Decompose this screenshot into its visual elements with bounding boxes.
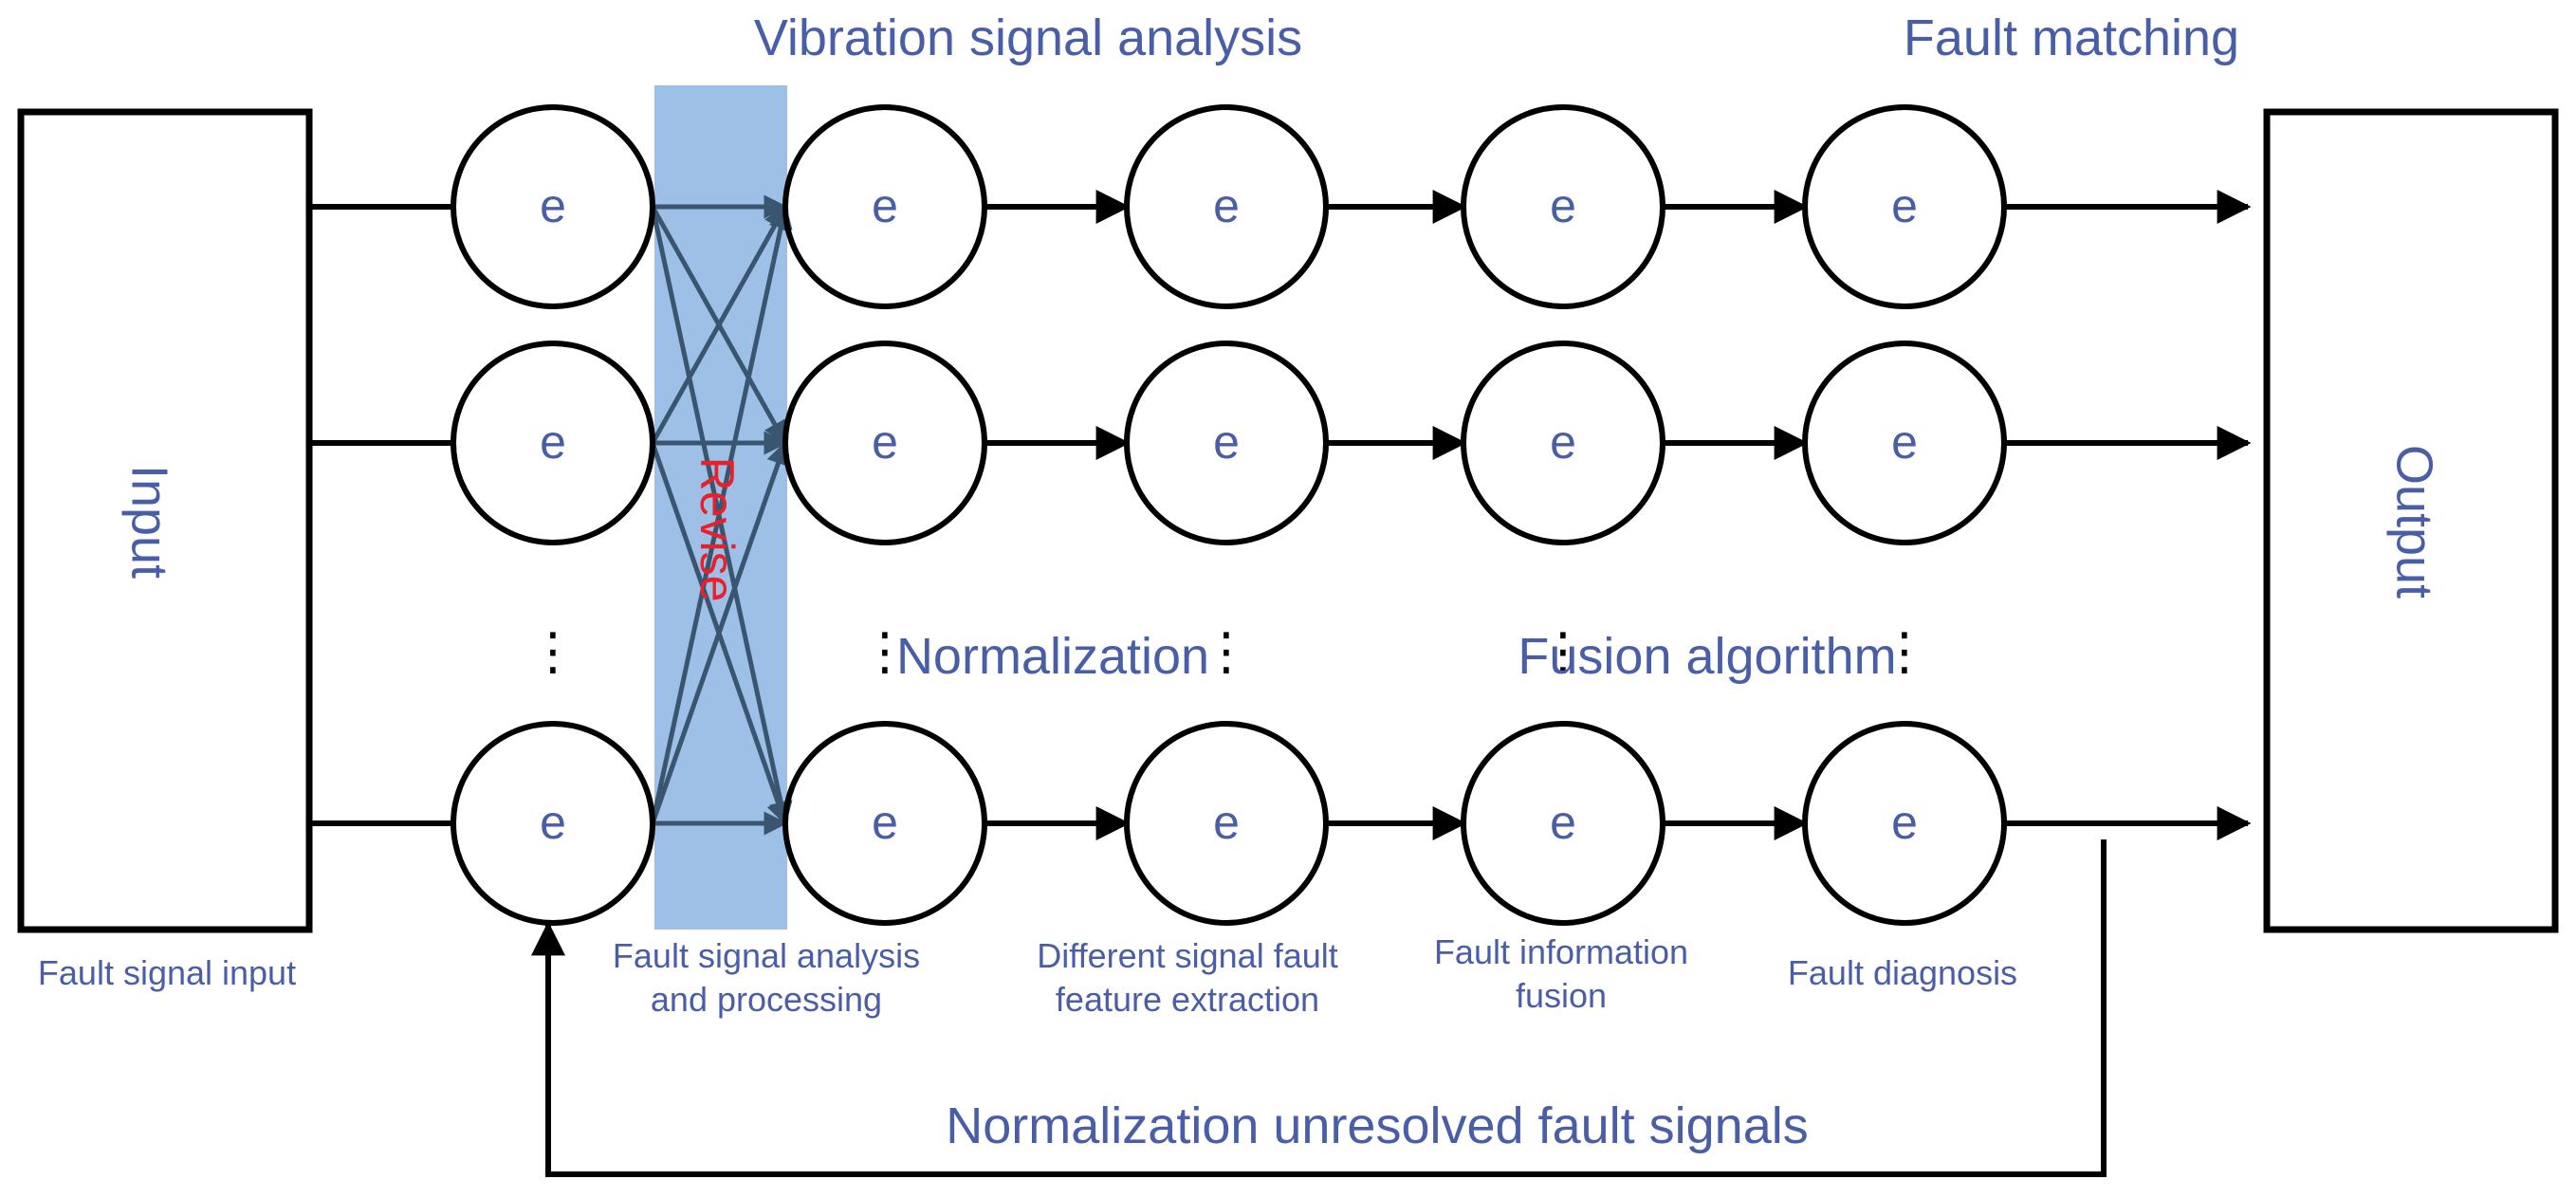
feedback-loop-arrow <box>531 839 2107 1177</box>
extraction-caption-line2: feature extraction <box>1056 980 1319 1019</box>
fault-matching-label: Fault matching <box>1904 9 2239 66</box>
node-circle <box>782 341 987 545</box>
vertical-ellipsis: ⋮ <box>1879 623 1930 680</box>
input-connectors <box>309 204 453 826</box>
vertical-ellipsis: ⋮ <box>859 623 911 680</box>
fault-signal-input-caption: Fault signal input <box>38 953 296 992</box>
node-label: e <box>872 415 898 469</box>
node-circle <box>1461 721 1665 926</box>
output-box <box>2263 108 2559 933</box>
node-label: e <box>1213 415 1240 469</box>
node-circle <box>451 721 655 926</box>
vertical-ellipsis: ⋮ <box>527 623 579 680</box>
feedback-label: Normalization unresolved fault signals <box>946 1097 1808 1154</box>
node-label: e <box>1550 415 1576 469</box>
node-circle <box>1461 341 1665 545</box>
node-circle <box>451 104 655 309</box>
cross-connection-arrows <box>650 194 793 836</box>
node-circle <box>1124 104 1329 309</box>
analysis-caption-line2: and processing <box>651 980 882 1019</box>
input-label: Input <box>121 465 178 579</box>
node-label: e <box>1891 179 1918 232</box>
node-label: e <box>540 796 566 849</box>
node-circle <box>451 341 655 545</box>
flow-arrows <box>984 190 2252 840</box>
node-label: e <box>1550 179 1576 232</box>
node-label: e <box>1213 796 1240 849</box>
node-label: e <box>872 179 898 232</box>
node-circle <box>1802 341 2007 545</box>
node-label: e <box>872 796 898 849</box>
node-grid: e e e e e e e e e e e e e e e <box>451 104 2007 926</box>
node-label: e <box>1550 796 1576 849</box>
node-circle <box>1461 104 1665 309</box>
fault-diagnosis-caption: Fault diagnosis <box>1788 953 2017 992</box>
node-label: e <box>1891 796 1918 849</box>
normalization-label: Normalization <box>896 628 1209 685</box>
node-label: e <box>1213 179 1240 232</box>
node-label: e <box>540 415 566 469</box>
revise-label: Revise <box>690 457 744 602</box>
node-circle <box>782 721 987 926</box>
input-box <box>17 108 313 933</box>
vertical-ellipsis: ⋮ <box>1537 623 1589 680</box>
fusion-caption-line2: fusion <box>1516 976 1607 1015</box>
node-label: e <box>540 179 566 232</box>
fusion-algorithm-label: Fusion algorithm <box>1518 628 1896 685</box>
extraction-caption-line1: Different signal fault <box>1037 936 1338 975</box>
node-circle <box>1802 721 2007 926</box>
node-circle <box>1124 341 1329 545</box>
fusion-caption-line1: Fault information <box>1434 932 1688 971</box>
analysis-caption-line1: Fault signal analysis <box>613 936 920 975</box>
vertical-ellipsis: ⋮ <box>1201 623 1252 680</box>
vibration-signal-analysis-label: Vibration signal analysis <box>754 9 1302 66</box>
ellipsis-group: ⋮ ⋮ ⋮ ⋮ ⋮ <box>527 623 1930 680</box>
node-circle <box>782 104 987 309</box>
node-circle <box>1124 721 1329 926</box>
node-label: e <box>1891 415 1918 469</box>
node-circle <box>1802 104 2007 309</box>
output-label: Output <box>2386 445 2443 599</box>
